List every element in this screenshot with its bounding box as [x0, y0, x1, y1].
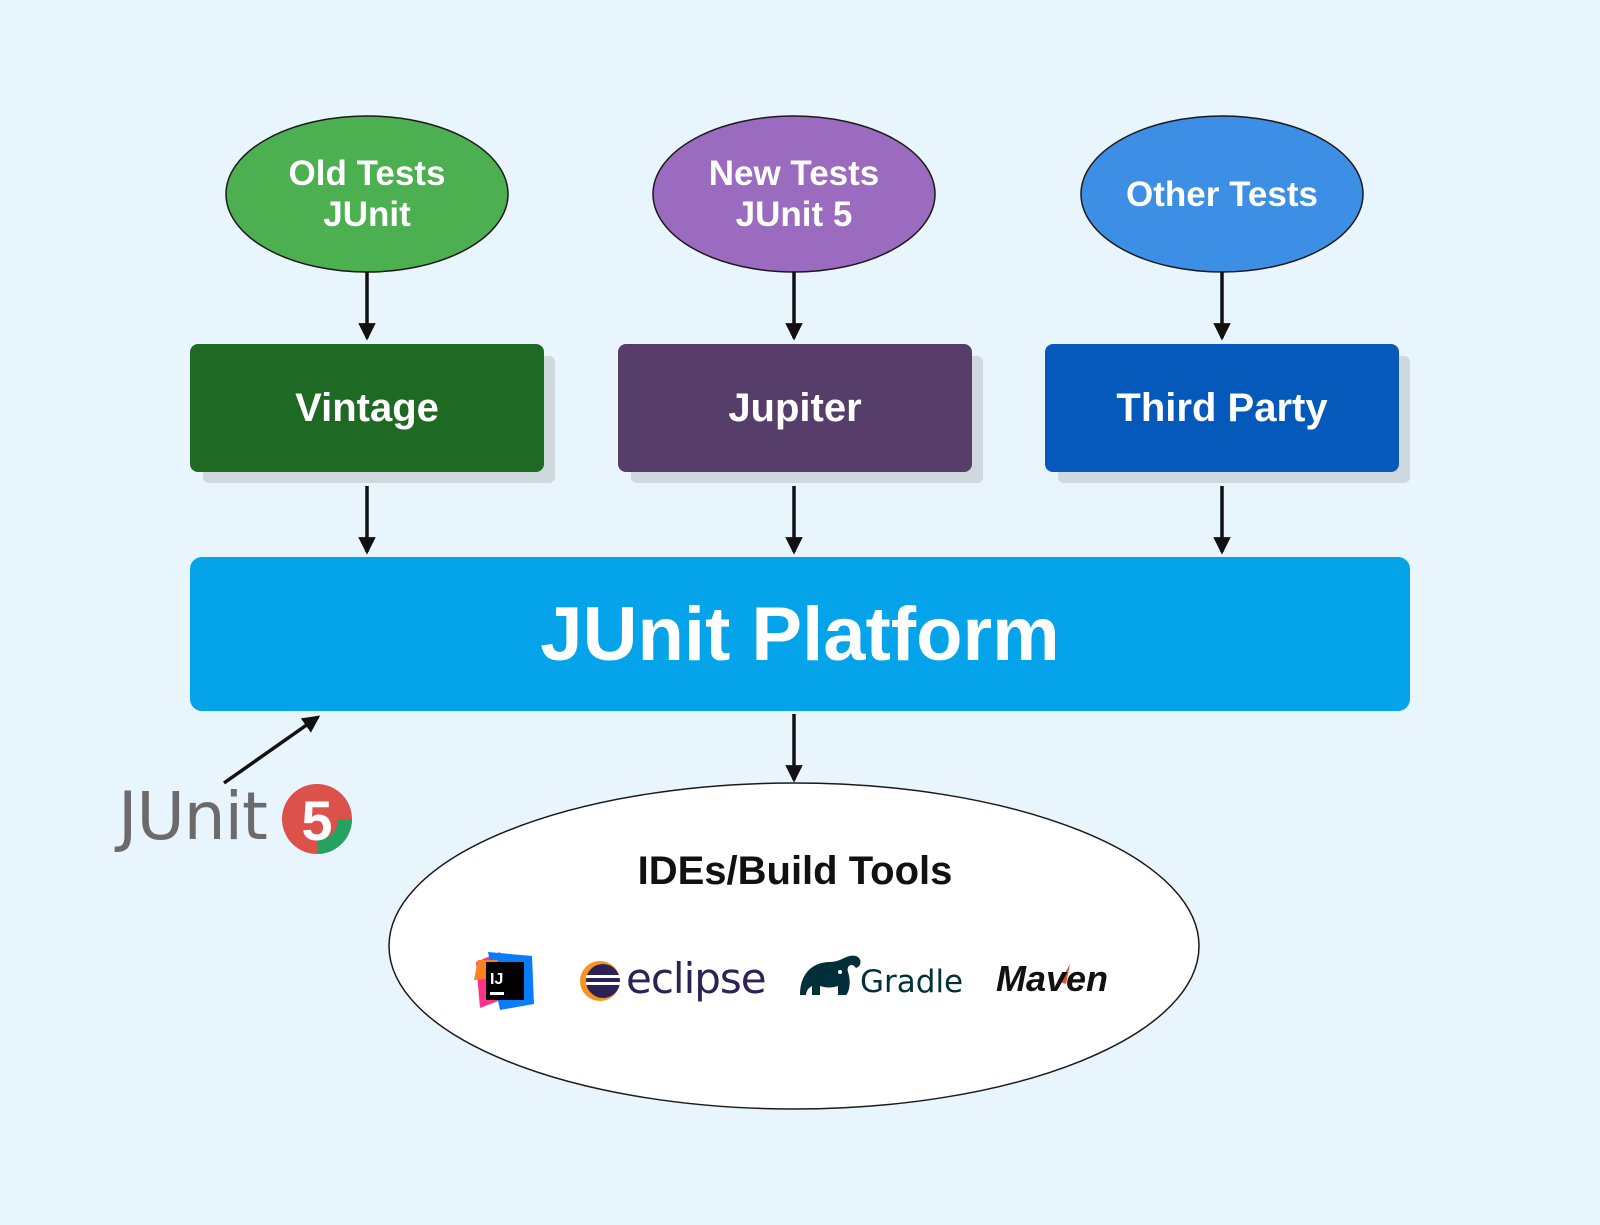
junit5-logo-text: JUnit — [118, 778, 268, 855]
eclipse-logo-text: eclipse — [626, 954, 767, 1003]
ides-build-tools-ellipse — [388, 782, 1200, 1110]
junit-platform-bar — [190, 557, 1410, 711]
maven-logo-text: Maven — [996, 958, 1109, 999]
ides-build-tools-title: IDEs/Build Tools — [637, 848, 953, 893]
gradle-logo-text: Gradle — [860, 964, 964, 1000]
thirdparty-box — [1045, 344, 1399, 472]
eclipse-icon — [580, 961, 620, 1001]
jupiter-label: Jupiter — [728, 385, 862, 430]
maven-feather-icon — [1060, 964, 1070, 984]
vintage-label: Vintage — [295, 385, 439, 430]
vintage-box — [190, 344, 544, 472]
junit5-badge-number: 5 — [301, 789, 332, 852]
other-tests-label: Other Tests — [1126, 174, 1318, 214]
junit5-badge-icon: 5 — [282, 784, 352, 854]
new-tests-label: New Tests JUnit 5 — [708, 154, 880, 234]
jupiter-box — [618, 344, 972, 472]
old-tests-label: Old Tests JUnit — [288, 154, 446, 234]
gradle-elephant-icon — [800, 955, 861, 995]
third-party-label: Third Party — [1116, 385, 1328, 430]
intellij-badge-text: IJ — [490, 971, 503, 988]
junit-platform-label: JUnit Platform — [540, 591, 1060, 677]
intellij-idea-icon: IJ — [474, 952, 534, 1010]
arrow-logo-to-platform — [222, 715, 321, 785]
